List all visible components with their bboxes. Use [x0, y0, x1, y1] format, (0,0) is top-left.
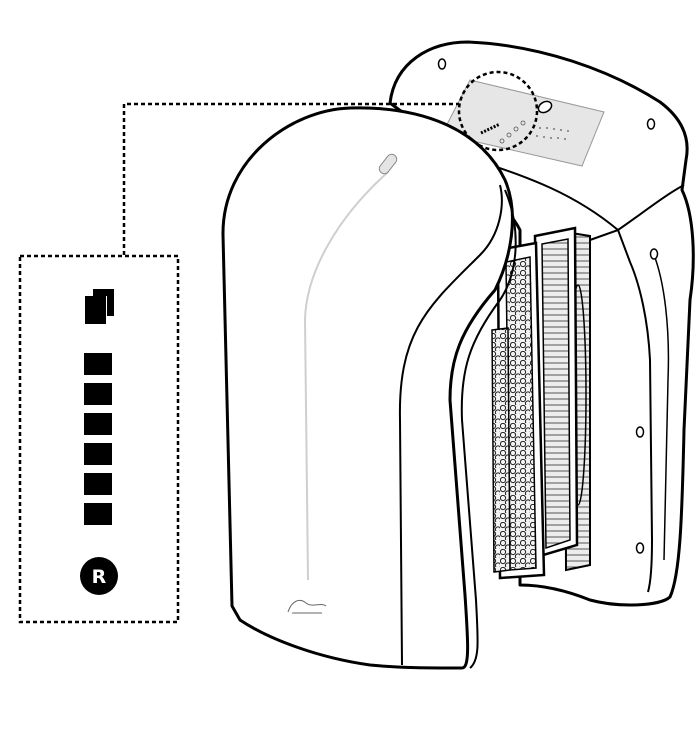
indicator-callout-panel: R: [18, 254, 180, 624]
filter-level-indicator: [84, 353, 112, 525]
filter-replace-icon: [85, 289, 114, 324]
filter-level-segment: [84, 503, 112, 525]
filter-level-segment: [84, 413, 112, 435]
brand-logo: [287, 599, 327, 614]
callout-leader-line: [122, 102, 459, 255]
filter-level-segment: [84, 353, 112, 375]
filter-level-segment: [84, 383, 112, 405]
filter-level-segment: [84, 473, 112, 495]
reset-button-label: R: [92, 566, 107, 588]
purifier-front-cover: [221, 106, 517, 670]
filter-stack: [491, 226, 591, 580]
filter-level-segment: [84, 443, 112, 465]
top-control-panel: [441, 70, 605, 167]
status-light: [378, 153, 398, 175]
highlight-circle: [457, 70, 539, 152]
reset-button[interactable]: R: [80, 557, 118, 595]
